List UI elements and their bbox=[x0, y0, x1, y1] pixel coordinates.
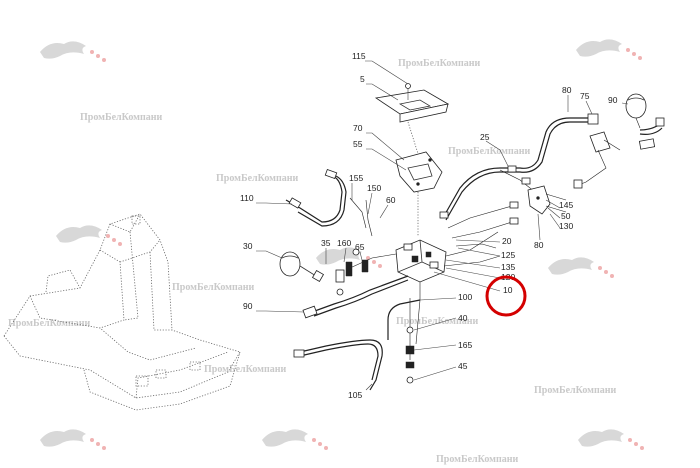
callout-155: 155 bbox=[349, 173, 363, 183]
watermark-text: ПромБелКомпани bbox=[436, 454, 519, 465]
control-plate-assembly bbox=[374, 83, 450, 161]
callout-65: 65 bbox=[355, 242, 365, 252]
accumulator-90-right bbox=[625, 93, 665, 150]
callout-160: 160 bbox=[337, 238, 351, 248]
callout-105: 105 bbox=[348, 390, 362, 400]
callout-70: 70 bbox=[353, 123, 363, 133]
watermark-text: ПромБелКомпани bbox=[216, 173, 299, 184]
callout-40: 40 bbox=[458, 313, 468, 323]
callout-60: 60 bbox=[386, 195, 396, 205]
callout-110: 110 bbox=[240, 193, 254, 203]
callout-50: 50 bbox=[561, 211, 571, 221]
callout-25: 25 bbox=[480, 132, 490, 142]
watermark-text: ПромБелКомпани bbox=[172, 282, 255, 293]
watermark-text: ПромБелКомпани bbox=[80, 112, 163, 123]
callout-30: 30 bbox=[243, 241, 253, 251]
callout-35: 35 bbox=[321, 238, 331, 248]
callout-100: 100 bbox=[458, 292, 472, 302]
watermark-text: ПромБелКомпани bbox=[534, 385, 617, 396]
callout-75: 75 bbox=[580, 91, 590, 101]
watermark-text: ПромБелКомпани bbox=[8, 318, 91, 329]
callout-45: 45 bbox=[458, 361, 468, 371]
mounting-bracket bbox=[395, 151, 443, 236]
watermark-text: ПромБелКомпани bbox=[396, 316, 479, 327]
watermark-logo bbox=[56, 225, 122, 246]
callout-5: 5 bbox=[360, 74, 365, 84]
machine-frame-outline bbox=[3, 213, 241, 411]
watermark-text: ПромБелКомпани bbox=[398, 58, 481, 69]
hydraulic-valve-block bbox=[349, 231, 501, 345]
leader-lines bbox=[256, 60, 629, 391]
callout-80-bottom: 80 bbox=[534, 240, 544, 250]
callout-10: 10 bbox=[503, 285, 513, 295]
callout-55: 55 bbox=[353, 139, 363, 149]
watermark-logo bbox=[578, 429, 644, 450]
watermark-logo bbox=[576, 39, 642, 60]
watermark-logo bbox=[262, 429, 328, 450]
callout-labels: 115 5 70 55 110 155 150 60 30 35 160 65 … bbox=[240, 51, 618, 400]
watermark-text: ПромБелКомпани bbox=[204, 364, 287, 375]
callout-115: 115 bbox=[352, 51, 366, 61]
valve-75 bbox=[573, 113, 621, 189]
callout-135: 135 bbox=[501, 262, 515, 272]
callout-20: 20 bbox=[502, 236, 512, 246]
callout-165: 165 bbox=[458, 340, 472, 350]
callout-125: 125 bbox=[501, 250, 515, 260]
callout-90-left: 90 bbox=[243, 301, 253, 311]
watermark-text: ПромБелКомпани bbox=[448, 146, 531, 157]
hose-90-left bbox=[302, 275, 409, 319]
pipe-110 bbox=[285, 168, 373, 237]
watermark-logo bbox=[40, 41, 106, 62]
pipe-80-right bbox=[439, 117, 590, 249]
pipe-100 bbox=[387, 298, 421, 384]
watermark-logo bbox=[40, 429, 106, 450]
callout-145: 145 bbox=[559, 200, 573, 210]
callout-80-top: 80 bbox=[562, 85, 572, 95]
watermark-logo bbox=[548, 257, 614, 278]
callout-150: 150 bbox=[367, 183, 381, 193]
callout-130: 130 bbox=[559, 221, 573, 231]
bracket-80 bbox=[527, 185, 567, 215]
watermark-logo bbox=[316, 247, 382, 268]
highlight-circle-part-10 bbox=[485, 275, 527, 317]
callout-90-right: 90 bbox=[608, 95, 618, 105]
pipe-105 bbox=[293, 339, 383, 391]
accumulator-30 bbox=[279, 248, 369, 296]
